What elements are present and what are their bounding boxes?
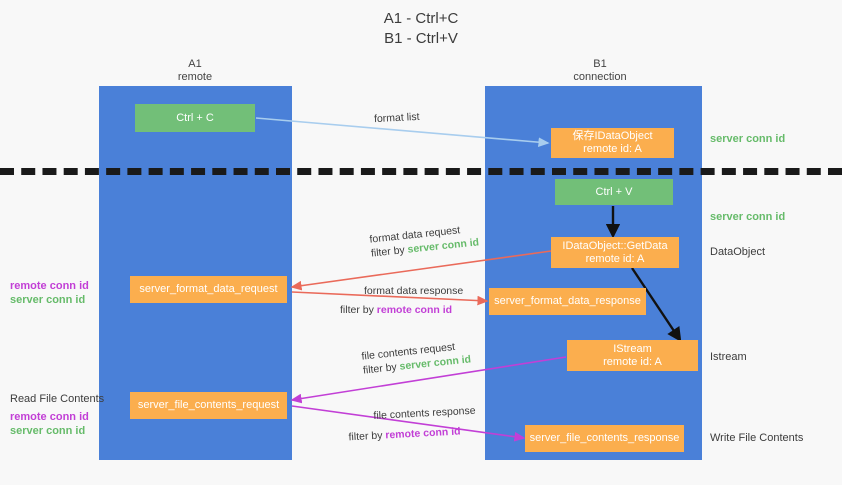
- node-idataobject-getdata-line1: IDataObject::GetData: [562, 239, 668, 252]
- edge-label-format-data-request: format data request filter by server con…: [369, 221, 480, 260]
- column-header-a1: A1 remote: [115, 58, 275, 84]
- edge-label-format-data-response-line1: format data response: [364, 285, 464, 297]
- annotation-server-conn-id-2: server conn id: [10, 425, 86, 437]
- filter-prefix-2: filter by: [340, 304, 377, 316]
- filter-value-remote-conn-id-1: remote conn id: [376, 304, 453, 316]
- column-header-b1-name: B1: [593, 58, 607, 70]
- edge-label-file-contents-response-line2: filter by remote conn id: [348, 424, 477, 445]
- title-line-1: A1 - Ctrl+C: [383, 10, 459, 27]
- node-istream-line2: remote id: A: [603, 355, 662, 368]
- node-ctrl-c-label: Ctrl + C: [176, 111, 214, 124]
- node-istream[interactable]: IStream remote id: A: [567, 340, 698, 371]
- annotation-write-file-contents: Write File Contents: [710, 432, 804, 444]
- filter-prefix-1: filter by: [370, 243, 409, 260]
- annotation-istream: Istream: [710, 351, 747, 363]
- page-title: A1 - Ctrl+C B1 - Ctrl+V: [0, 9, 842, 49]
- node-save-idataobject-line1: 保存IDataObject: [572, 130, 653, 142]
- annotation-server-conn-id-mid: server conn id: [710, 211, 786, 223]
- node-server-file-contents-response[interactable]: server_file_contents_response: [525, 425, 684, 452]
- node-server-format-data-request-label: server_format_data_request: [139, 283, 278, 295]
- node-istream-line1: IStream: [613, 342, 652, 355]
- filter-prefix-3: filter by: [362, 360, 401, 377]
- filter-value-remote-conn-id-2: remote conn id: [385, 425, 461, 442]
- column-header-b1-sub: connection: [573, 71, 627, 83]
- node-server-file-contents-request[interactable]: server_file_contents_request: [130, 392, 287, 419]
- node-server-file-contents-request-label: server_file_contents_request: [137, 399, 280, 411]
- node-server-format-data-response[interactable]: server_format_data_response: [489, 288, 646, 315]
- phase-divider: [0, 168, 842, 175]
- node-server-format-data-request[interactable]: server_format_data_request: [130, 276, 287, 303]
- edge-label-file-contents-response-line1: file contents response: [373, 404, 476, 422]
- edge-label-file-contents-response: file contents response filter by remote …: [347, 404, 477, 445]
- node-ctrl-v[interactable]: Ctrl + V: [555, 179, 673, 205]
- edge-label-format-data-response-line2: filter by remote conn id: [340, 303, 463, 317]
- node-server-file-contents-response-label: server_file_contents_response: [529, 432, 680, 444]
- annotation-remote-conn-id-2: remote conn id: [10, 411, 89, 423]
- column-header-a1-name: A1: [188, 58, 202, 70]
- edge-label-format-list: format list: [373, 110, 420, 126]
- node-server-format-data-response-label: server_format_data_response: [494, 295, 641, 307]
- annotation-server-conn-id-1: server conn id: [10, 294, 86, 306]
- annotation-dataobject: DataObject: [710, 246, 766, 258]
- column-header-b1: B1 connection: [520, 58, 680, 84]
- node-idataobject-getdata-line2: remote id: A: [585, 252, 645, 265]
- node-ctrl-c[interactable]: Ctrl + C: [135, 104, 255, 132]
- node-save-idataobject[interactable]: 保存IDataObject remote id: A: [551, 128, 674, 158]
- edge-label-file-contents-request: file contents request filter by server c…: [361, 338, 472, 377]
- node-idataobject-getdata[interactable]: IDataObject::GetData remote id: A: [551, 237, 679, 268]
- annotation-read-file-contents: Read File Contents: [10, 393, 105, 405]
- title-line-2: B1 - Ctrl+V: [384, 30, 458, 47]
- edge-label-format-data-response: format data response filter by remote co…: [340, 284, 463, 317]
- filter-prefix-4: filter by: [348, 429, 386, 444]
- node-save-idataobject-line2: remote id: A: [583, 143, 642, 155]
- column-header-a1-sub: remote: [177, 71, 213, 83]
- node-ctrl-v-label: Ctrl + V: [595, 185, 633, 198]
- annotation-server-conn-id-top: server conn id: [710, 133, 786, 145]
- annotation-remote-conn-id-1: remote conn id: [10, 280, 89, 292]
